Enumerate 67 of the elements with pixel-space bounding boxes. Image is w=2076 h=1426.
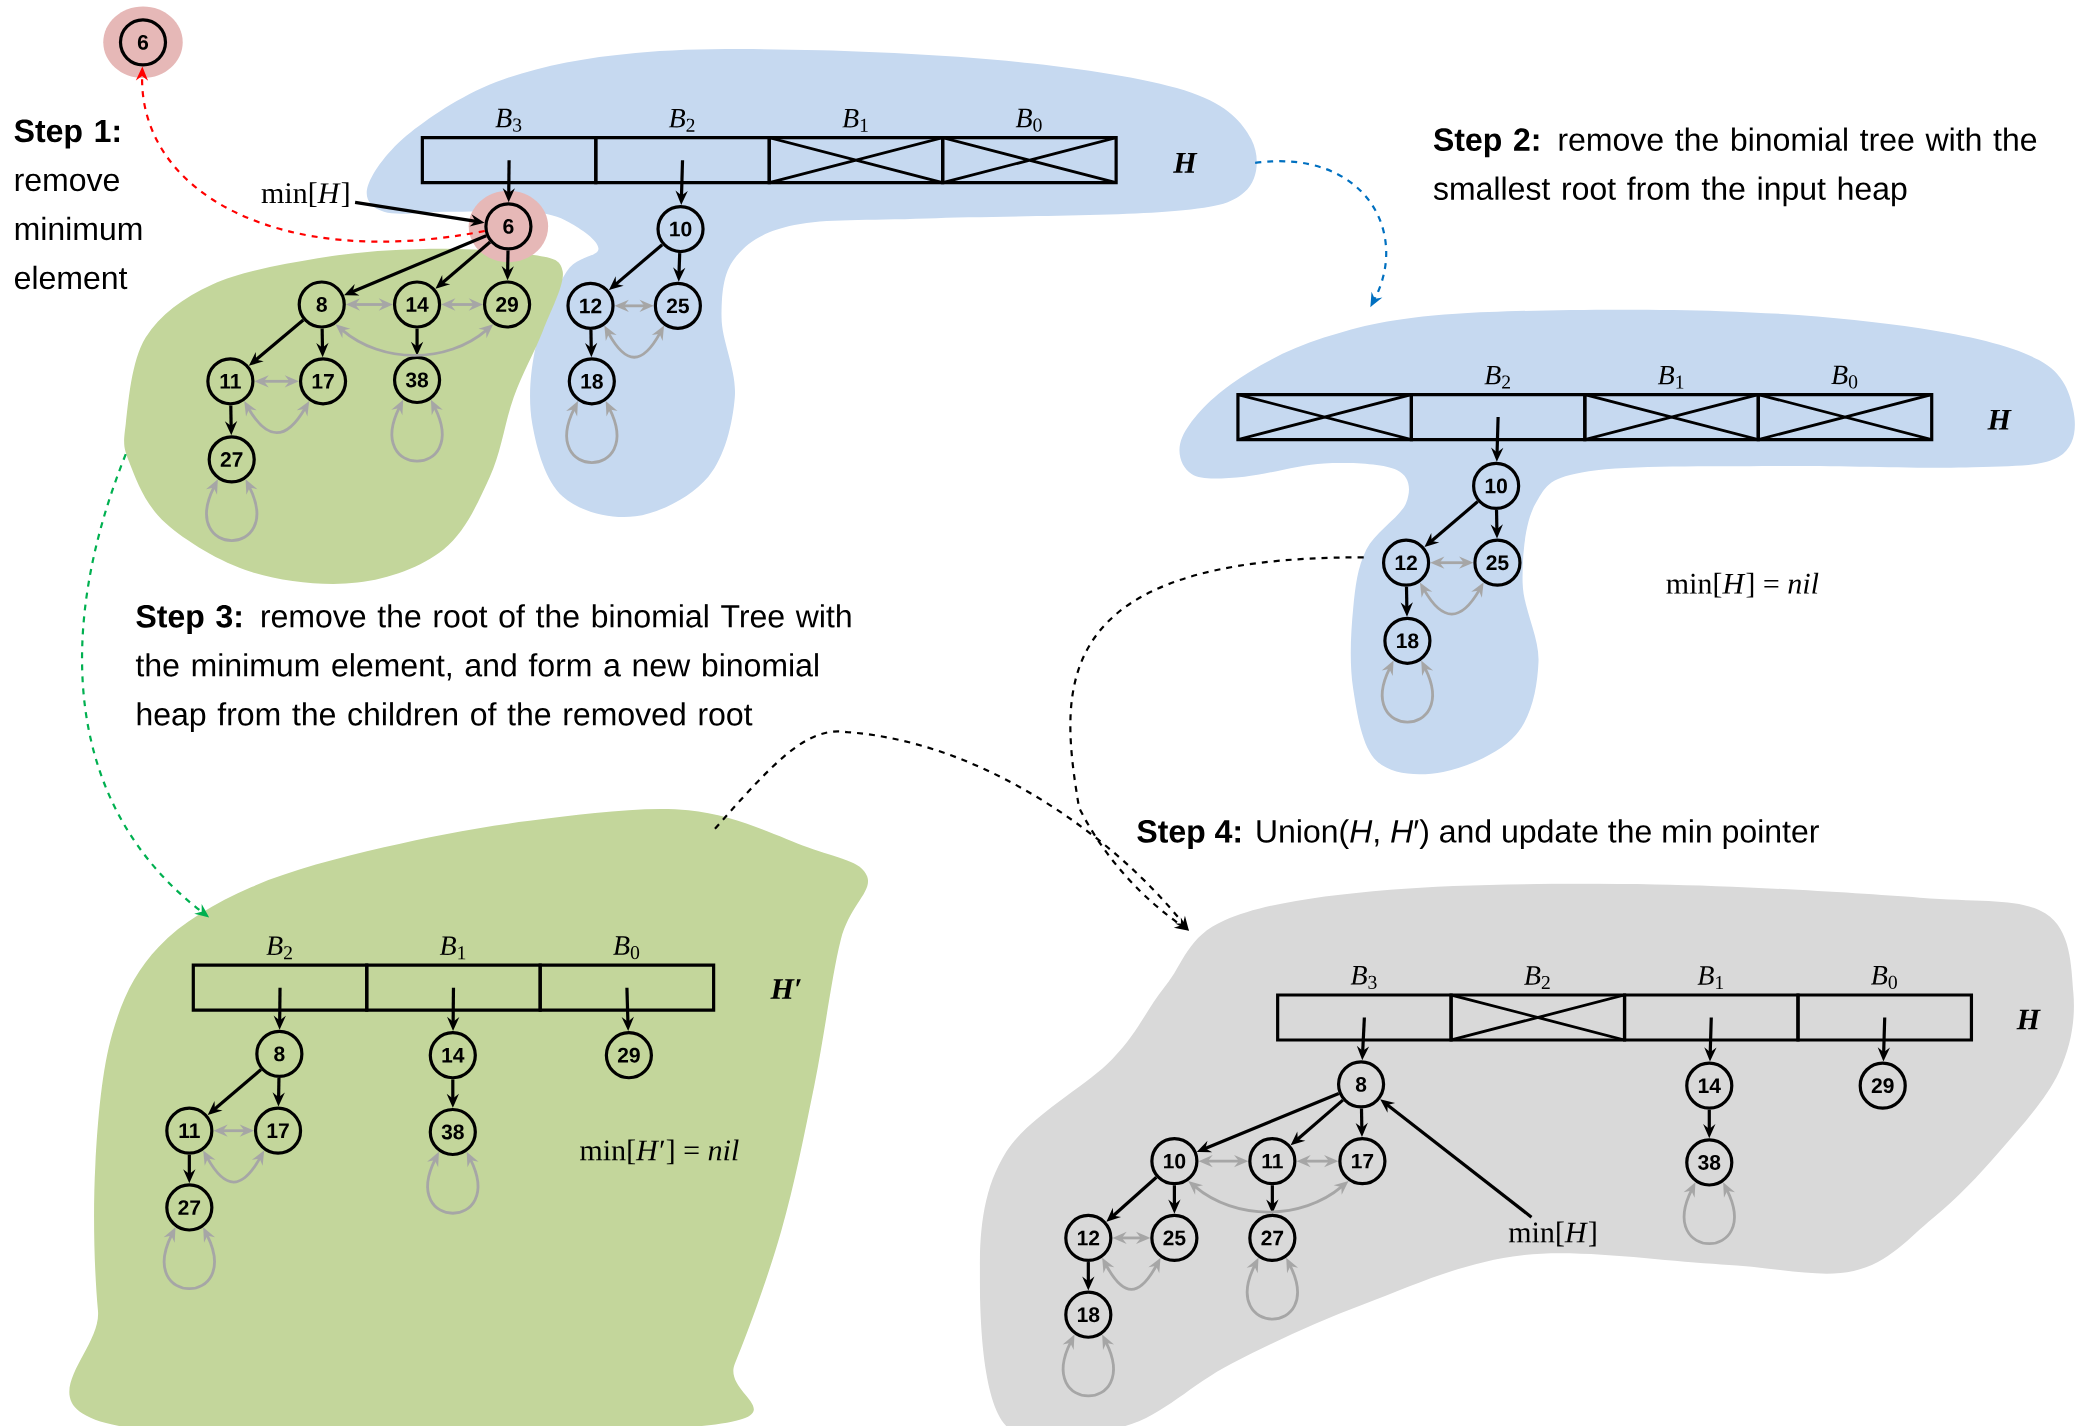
heap-name: H	[2016, 1009, 2041, 1030]
node-label: B$_{3}$	[1350, 966, 1377, 990]
tree-node: 27	[165, 1183, 214, 1232]
node-label: B$_{2}$	[1484, 365, 1510, 389]
dashed-arrow	[1069, 556, 1364, 931]
node-label: B$_{1}$	[1697, 966, 1724, 990]
tree-node: 25	[1150, 1213, 1199, 1263]
tree-node: 14	[392, 280, 442, 329]
blob-shape	[366, 49, 1257, 518]
tree-node: 10	[1150, 1137, 1199, 1186]
tree-node: 11	[1248, 1137, 1297, 1186]
blob-shape	[1179, 309, 2075, 775]
tree-node: 38	[428, 1107, 477, 1157]
pointer-note: min[H′] = nil	[580, 1139, 739, 1165]
node-label: B$_{0}$	[613, 936, 640, 960]
tree-node: 27	[1248, 1213, 1297, 1263]
tree-node: 8	[1336, 1060, 1386, 1109]
node-label: B$_{2}$	[668, 109, 695, 132]
pointer-note: min[H] = nil	[1666, 572, 1819, 598]
tree-node: 17	[298, 357, 348, 406]
node-label: B$_{0}$	[1015, 108, 1042, 132]
node-label: B$_{1}$	[1657, 365, 1684, 389]
tree-node: 38	[392, 355, 442, 405]
tree-node: 29	[482, 280, 532, 329]
node-label: B$_{3}$	[495, 108, 522, 132]
blob-shape	[979, 883, 2074, 1426]
tree-node: 27	[207, 435, 256, 484]
node-label: B$_{1}$	[439, 936, 466, 960]
blob-shape	[69, 809, 868, 1426]
tree-node: 18	[1383, 616, 1432, 665]
tree-node: 14	[1685, 1061, 1734, 1110]
step-text: Step 4: Union(H, H′) and update the min pointer	[1137, 819, 1819, 850]
tree-node: 12	[566, 281, 615, 330]
heap-name: H′	[770, 979, 801, 999]
node-label: B$_{0}$	[1871, 966, 1897, 990]
highlighted-node: 6	[468, 190, 549, 263]
tree-node: 18	[567, 357, 616, 406]
tree-node: 25	[1473, 538, 1522, 587]
pointer-label: min[H]	[261, 182, 349, 208]
tree-node: 14	[428, 1031, 477, 1080]
tree-node: 17	[253, 1106, 303, 1155]
tree-node: 12	[1064, 1213, 1113, 1263]
tree-node: 29	[1858, 1061, 1907, 1110]
tree-node: 11	[206, 357, 255, 406]
tree-node: 11	[165, 1106, 214, 1155]
node-label: B$_{0}$	[1831, 365, 1858, 389]
tree-node: 10	[656, 204, 705, 254]
pointer-label: min[H]	[1508, 1221, 1596, 1247]
step-text: Step 1: remove minimum element	[14, 119, 142, 290]
tree-node: 18	[1064, 1290, 1113, 1339]
tree-node: 8	[255, 1029, 304, 1079]
tree-node: 8	[297, 280, 346, 329]
highlighted-node: 6	[103, 6, 183, 79]
tree-node: 12	[1381, 538, 1431, 587]
tree-node: 38	[1685, 1138, 1734, 1187]
tree-node: 10	[1472, 461, 1521, 511]
tree-node: 29	[604, 1031, 653, 1080]
heap-name: H	[1173, 153, 1198, 173]
tree-node: 17	[1338, 1137, 1387, 1186]
node-label: B$_{2}$	[1524, 966, 1550, 990]
tree-node: 25	[653, 281, 702, 330]
step-text: Step 2: remove the binomial tree with the smallest root from the input heap	[1433, 127, 2037, 207]
node-label: B$_{2}$	[266, 936, 292, 960]
heap-name: H	[1987, 409, 2012, 430]
array-cell	[1236, 392, 1413, 442]
node-label: B$_{1}$	[842, 109, 868, 132]
step-text: Step 3: remove the root of the binomial Tree with the minimum element, and form a new binomial heap from the children of the removed root	[135, 604, 851, 732]
